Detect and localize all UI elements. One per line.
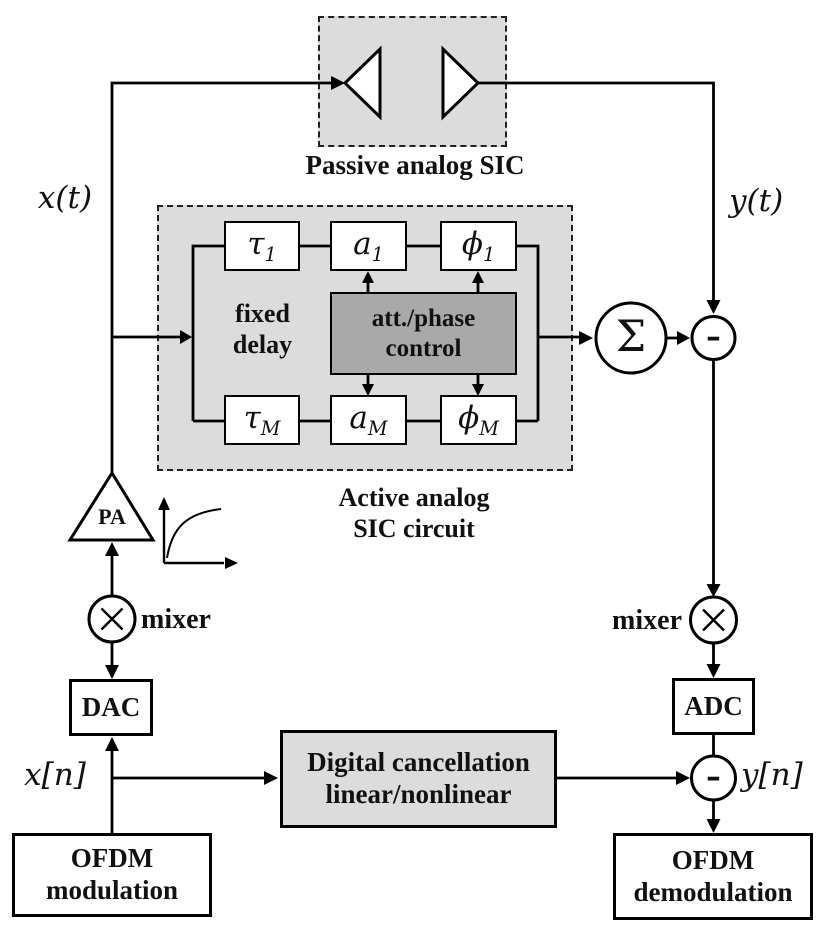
digital-cancellation-line1: Digital cancellation	[307, 747, 530, 778]
arrowhead-into-demod	[706, 819, 721, 833]
arrowhead-into-pa	[105, 542, 119, 556]
arrowhead-axis-x	[225, 557, 238, 569]
mixer-cross-icons	[100, 607, 725, 632]
ofdm-modulation-line1: OFDM	[70, 843, 154, 874]
tap-atten-M-label: aM	[349, 399, 388, 441]
tap-delay-M-label: τM	[243, 399, 281, 441]
subtract-digital-label: -	[706, 749, 721, 799]
ofdm-demodulation-line2: demodulation	[633, 876, 793, 907]
arrowhead-ctrl-up1	[362, 271, 374, 283]
wire-tx-trunk	[110, 81, 331, 473]
passive-sic-left-triangle-icon	[342, 45, 382, 121]
signal-yn-label: y[n]	[741, 757, 803, 793]
ofdm-demodulation-line1: OFDM	[671, 844, 755, 875]
signal-yt-label: y(t)	[729, 183, 784, 219]
arrowhead-ctrl-down1	[362, 384, 374, 396]
arrowhead-into-mixer-rx	[706, 584, 721, 597]
digital-cancellation-line2: linear/nonlinear	[325, 779, 512, 809]
signal-xn-label: x[n]	[24, 757, 86, 793]
active-sic-caption: Active analog SIC circuit	[300, 483, 528, 544]
pa-saturation-curve	[166, 508, 222, 559]
arrowheads	[105, 76, 721, 833]
ofdm-demodulation-box: OFDM demodulation	[613, 833, 813, 920]
active-sic-caption-line2: SIC circuit	[353, 513, 475, 543]
digital-cancellation-box: Digital cancellation linear/nonlinear	[280, 730, 557, 828]
signal-xt-label: x(t)	[37, 180, 93, 216]
arrowhead-into-dc	[264, 771, 278, 785]
pa-amplifier-triangle-icon	[67, 470, 156, 542]
ofdm-modulation-box: OFDM modulation	[12, 833, 212, 917]
arrowhead-ctrl-down2	[472, 384, 484, 396]
mixer-tx-cross-icon	[100, 607, 124, 631]
tap-phase-1-label: ϕ1	[461, 225, 496, 267]
fixed-delay-line1: fixed	[235, 299, 290, 328]
sum-node-circle	[594, 301, 668, 375]
sum-node-label: Σ	[615, 312, 647, 362]
tap-delay-1-label: τ1	[247, 225, 277, 267]
arrowhead-ctrl-up2	[472, 271, 484, 283]
att-phase-control-box: att./phase control	[330, 292, 517, 375]
pa-label: PA	[98, 504, 126, 529]
fixed-delay-line2: delay	[232, 329, 293, 359]
arrowhead-sum-to-subtract	[677, 331, 690, 345]
fixed-delay-label: fixed delay	[205, 299, 320, 360]
arrowhead-into-dac-top	[105, 665, 119, 679]
ofdm-modulation-line2: modulation	[45, 875, 179, 905]
att-phase-control-line2: control	[385, 334, 462, 362]
mixer-tx-label: mixer	[141, 604, 211, 635]
active-sic-caption-line1: Active analog	[338, 483, 490, 512]
tap-phase-M-label: ϕM	[458, 399, 499, 441]
arrowhead-axis-y	[158, 497, 170, 510]
adc-box: ADC	[672, 678, 755, 735]
dac-box: DAC	[69, 679, 153, 736]
tap-phase-1-box: ϕ1	[440, 221, 517, 271]
mixer-rx-label: mixer	[612, 605, 682, 636]
tap-delay-1-box: τ1	[224, 221, 300, 271]
subtract-digital-circle	[690, 754, 737, 802]
wire-left-rail	[191, 244, 224, 421]
tap-atten-M-box: aM	[330, 395, 407, 445]
subtract-rf-label: -	[706, 309, 721, 359]
arrowhead-into-sum	[579, 331, 593, 345]
subtract-rf-circle	[690, 315, 737, 361]
tap-atten-1-box: a1	[330, 221, 407, 271]
arrowhead-into-passive	[331, 76, 345, 90]
passive-sic-right-triangle-icon	[441, 45, 481, 121]
arrowhead-into-subtract-rf	[706, 300, 721, 314]
tap-phase-M-box: ϕM	[440, 395, 517, 445]
arrowhead-into-adc	[706, 664, 721, 678]
att-phase-control-line1: att./phase	[371, 305, 476, 332]
tap-atten-1-label: a1	[353, 225, 384, 267]
arrowhead-into-active	[180, 330, 192, 344]
wire-rx-trunk	[478, 81, 715, 300]
mixer-rx-cross-icon	[702, 608, 725, 632]
tap-delay-M-box: τM	[224, 395, 300, 445]
passive-sic-caption: Passive analog SIC	[305, 150, 525, 180]
arrowhead-into-dac-bottom	[105, 737, 119, 751]
wire-right-rail	[517, 244, 540, 421]
arrowhead-into-subtract-digital	[676, 771, 690, 785]
